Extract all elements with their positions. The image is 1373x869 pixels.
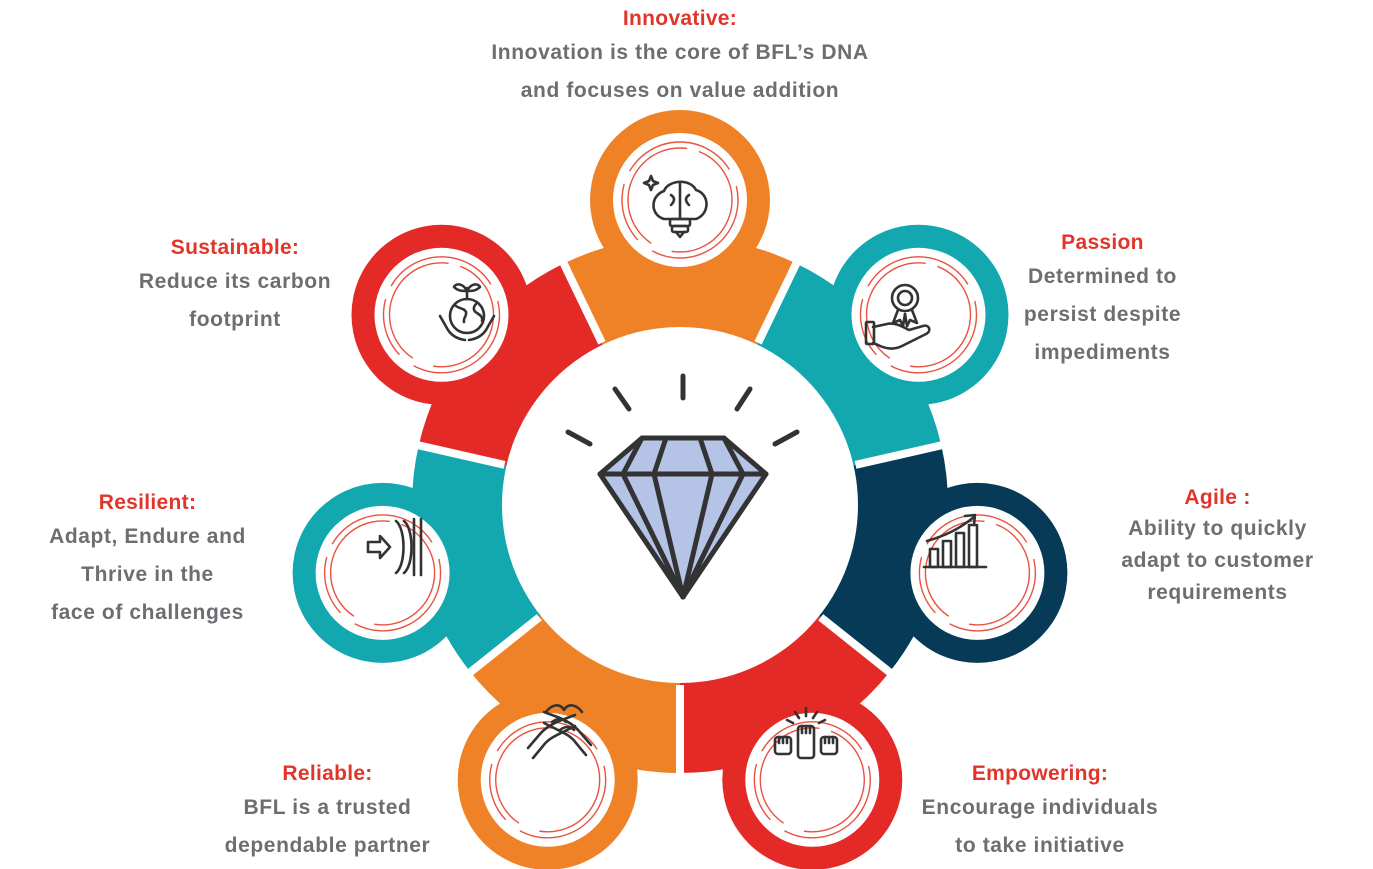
sector-separator xyxy=(460,614,542,682)
decorative-ring xyxy=(489,721,607,839)
value-empowering: Empowering: Encourage individuals to tak… xyxy=(880,759,1200,865)
icon-circle-resilient xyxy=(315,505,450,640)
resilience-arrow-icon xyxy=(366,517,423,577)
value-passion: Passion Determined to persist despite im… xyxy=(990,228,1215,372)
value-description-innovative: Innovation is the core of BFL’s DNA and … xyxy=(491,41,869,102)
sector-separator xyxy=(555,252,606,345)
decorative-ring xyxy=(323,514,442,632)
value-title-agile: Agile : xyxy=(1184,486,1251,509)
value-title-sustainable: Sustainable: xyxy=(170,236,300,259)
decorative-ring xyxy=(382,256,501,374)
icon-circle-reliable xyxy=(480,712,615,847)
growth-chart-icon xyxy=(922,513,988,569)
icon-circle-empowering xyxy=(745,712,880,847)
value-description-reliable: BFL is a trusted dependable partner xyxy=(224,796,431,857)
value-title-passion: Passion xyxy=(1061,231,1144,254)
icon-circle-bg-reliable xyxy=(480,712,615,847)
decorative-ring xyxy=(753,721,871,839)
decorative-ring xyxy=(918,514,1037,632)
decorative-ring xyxy=(759,727,865,833)
decorative-ring xyxy=(627,147,733,253)
diamond-icon xyxy=(565,373,800,600)
value-title-empowering: Empowering: xyxy=(971,762,1109,785)
value-description-sustainable: Reduce its carbon footprint xyxy=(138,270,332,331)
value-resilient: Resilient: Adapt, Endure and Thrive in t… xyxy=(5,488,290,632)
raised-fists-icon xyxy=(773,706,839,760)
value-description-resilient: Adapt, Endure and Thrive in the face of … xyxy=(49,525,246,624)
sector-separator xyxy=(854,439,952,469)
decorative-ring xyxy=(859,256,978,374)
icon-circle-bg-resilient xyxy=(315,505,450,640)
value-description-passion: Determined to persist despite impediment… xyxy=(1023,265,1182,364)
sector-separator xyxy=(754,252,805,345)
value-description-empowering: Encourage individuals to take initiative xyxy=(921,796,1159,857)
value-sustainable: Sustainable: Reduce its carbon footprint xyxy=(100,233,370,339)
value-reliable: Reliable: BFL is a trusted dependable pa… xyxy=(185,759,470,865)
icon-circle-bg-passion xyxy=(851,247,986,382)
award-in-hand-icon xyxy=(864,283,931,350)
value-title-reliable: Reliable: xyxy=(282,762,373,785)
icon-circle-passion xyxy=(851,247,986,382)
icon-circle-sustainable xyxy=(374,247,509,382)
earth-in-hands-icon xyxy=(438,283,496,342)
value-description-agile: Ability to quickly adapt to customer req… xyxy=(1121,517,1314,604)
decorative-ring xyxy=(924,520,1031,626)
handshake-icon xyxy=(526,704,593,760)
value-agile: Agile : Ability to quickly adapt to cust… xyxy=(1075,483,1360,609)
brain-lightbulb-icon xyxy=(642,174,708,239)
sector-separator xyxy=(408,439,506,469)
decorative-ring xyxy=(865,262,972,368)
icon-circle-bg-agile xyxy=(910,505,1045,640)
value-innovative: Innovative: Innovation is the core of BF… xyxy=(420,4,940,110)
sector-separator xyxy=(818,614,900,682)
icon-circle-bg-empowering xyxy=(745,712,880,847)
value-title-resilient: Resilient: xyxy=(98,491,197,514)
icon-circle-agile xyxy=(910,505,1045,640)
icon-circle-bg-sustainable xyxy=(374,247,509,382)
decorative-ring xyxy=(329,520,436,626)
value-title-innovative: Innovative: xyxy=(622,7,738,30)
decorative-ring xyxy=(621,141,739,259)
